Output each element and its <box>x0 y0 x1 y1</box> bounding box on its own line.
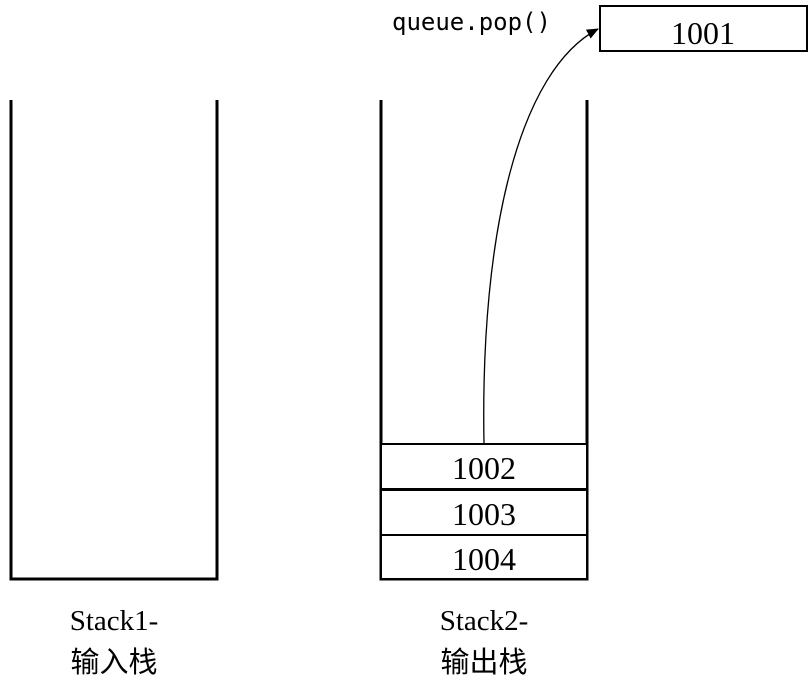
pop-arrow <box>483 28 599 445</box>
stack2-subtitle: 输出栈 <box>440 647 528 679</box>
stack1-container <box>9 100 219 581</box>
stack1-caption: Stack1- 输入栈 <box>14 600 214 684</box>
stack2-item: 1004 <box>380 534 588 580</box>
stack2-item-value: 1003 <box>452 496 516 532</box>
stack2-item: 1002 <box>380 443 588 490</box>
popped-value-box: 1001 <box>599 5 808 52</box>
stack2-item-value: 1004 <box>452 541 516 577</box>
stack2-item: 1003 <box>380 489 588 536</box>
stack1-subtitle: 输入栈 <box>70 647 158 679</box>
stack2-item-value: 1002 <box>452 450 516 486</box>
stack2-title: Stack2- <box>439 605 529 637</box>
operation-label: queue.pop() <box>392 8 551 36</box>
popped-value: 1001 <box>671 15 735 51</box>
stack1-title: Stack1- <box>69 605 159 637</box>
stack2-caption: Stack2- 输出栈 <box>384 600 584 684</box>
